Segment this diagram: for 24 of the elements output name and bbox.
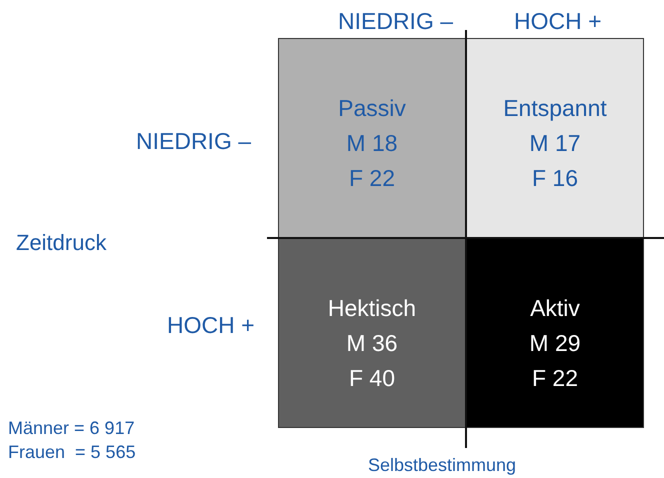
quadrant-value: M 17 (529, 129, 581, 158)
hectic-quadrant (278, 238, 466, 428)
quadrant-title: Entspannt (503, 94, 607, 123)
quadrant-title: Hektisch (328, 294, 416, 323)
quadrant-title: Passiv (338, 94, 406, 123)
sample-size-note: Männer = 6 917 (8, 418, 135, 439)
axis-title: Selbstbestimmung (368, 455, 516, 476)
quadrant-title: Aktiv (530, 294, 580, 323)
quadrant-value: M 36 (346, 329, 398, 358)
axis-label: NIEDRIG – (338, 8, 454, 35)
quadrant-value: F 40 (348, 364, 396, 393)
axis-label: HOCH + (167, 312, 255, 339)
active-quadrant (466, 238, 644, 428)
axis-label: NIEDRIG – (136, 128, 252, 155)
axis-label: HOCH + (514, 8, 602, 35)
relaxed-quadrant (466, 38, 644, 238)
quadrant-value: F 22 (532, 364, 578, 393)
quadrant-value: F 16 (532, 164, 578, 193)
quadrant-value: M 18 (346, 129, 398, 158)
sample-size-note: Frauen = 5 565 (8, 442, 136, 463)
axis-title: Zeitdruck (16, 230, 106, 256)
quadrant-value: F 22 (348, 164, 396, 193)
quadrant-value: M 29 (529, 329, 581, 358)
passive-quadrant (278, 38, 466, 238)
